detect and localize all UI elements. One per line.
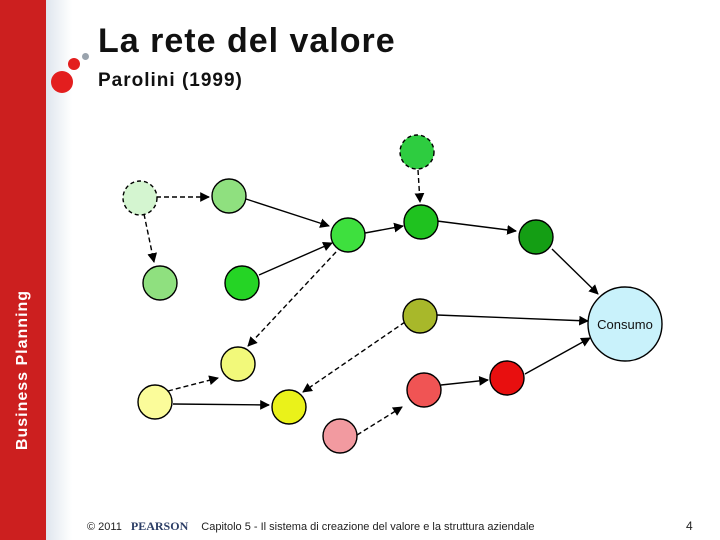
footer-caption: Capitolo 5 - Il sistema di creazione del… xyxy=(201,521,535,533)
decoration-dot-small xyxy=(82,53,89,60)
node-green-3 xyxy=(403,204,439,240)
node-pink xyxy=(322,418,358,454)
consumer-label: Consumo xyxy=(597,317,653,332)
node-green-4 xyxy=(518,219,554,255)
edge xyxy=(172,400,270,410)
node-red-2 xyxy=(489,360,525,396)
consumer-node: Consumo xyxy=(587,286,663,362)
page-number: 4 xyxy=(686,519,693,533)
edge xyxy=(258,242,333,276)
edge xyxy=(551,248,599,295)
node-light-green-3 xyxy=(142,265,178,301)
node-olive xyxy=(402,298,438,334)
edge-dashed xyxy=(143,213,157,263)
node-red-1 xyxy=(406,372,442,408)
node-yellow-1 xyxy=(220,346,256,382)
decoration-dot-medium xyxy=(68,58,80,70)
connections xyxy=(143,169,599,436)
page-subtitle: Parolini (1999) xyxy=(98,70,243,91)
decoration-dot-large xyxy=(51,71,73,93)
edge xyxy=(245,198,330,228)
footer: © 2011 PEARSON Capitolo 5 - Il sistema d… xyxy=(87,519,535,534)
node-supplier-top xyxy=(399,134,435,170)
node-green-2 xyxy=(330,217,366,253)
node-green-1 xyxy=(224,265,260,301)
node-yellow-3 xyxy=(271,389,307,425)
nodes xyxy=(122,134,554,454)
edge-dashed xyxy=(167,375,219,392)
edge-dashed xyxy=(247,251,337,347)
publisher-logo: PEARSON xyxy=(130,519,189,533)
edge xyxy=(436,314,589,326)
edge xyxy=(436,220,517,235)
sidebar-band xyxy=(0,0,46,540)
consumer-circle xyxy=(587,286,663,362)
edge-dashed xyxy=(356,406,403,436)
copyright: © 2011 xyxy=(87,521,122,533)
node-light-green-2 xyxy=(211,178,247,214)
edge xyxy=(524,337,591,375)
node-light-green-1 xyxy=(122,180,158,216)
edge-dashed xyxy=(414,169,425,203)
edge xyxy=(440,376,489,386)
edge-dashed xyxy=(302,321,406,393)
node-yellow-2 xyxy=(137,384,173,420)
edge xyxy=(364,222,404,234)
page-title: La rete del valore xyxy=(98,22,396,60)
